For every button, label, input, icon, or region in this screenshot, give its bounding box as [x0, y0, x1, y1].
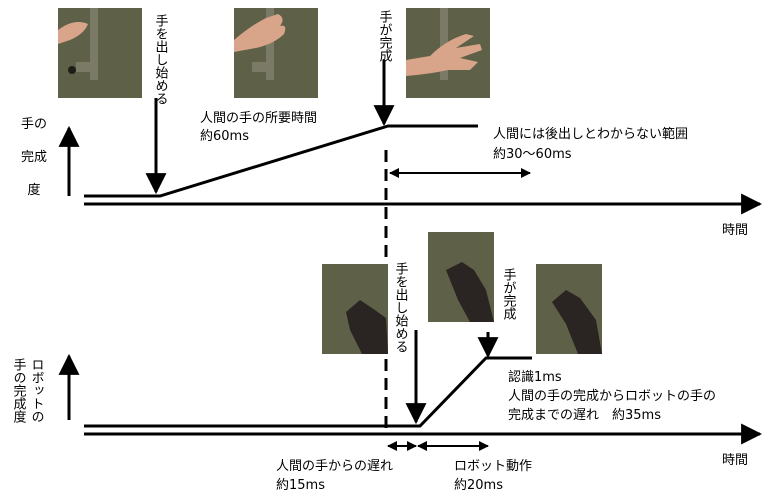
bottom-xlabel: 時間	[722, 453, 748, 468]
photo-human-hand-open	[406, 8, 490, 98]
top-xlabel: 時間	[722, 223, 748, 238]
bottom-ylabel: ロボットの 手の完成度	[11, 358, 44, 423]
bottom-done-label: 手が完成	[501, 268, 517, 321]
indistinct-value: 約30〜60ms	[493, 147, 572, 162]
top-done-label: 手が完成	[377, 10, 393, 63]
indistinct-label: 人間には後出しとわからない範囲	[493, 127, 688, 142]
delay-note-line2: 完成までの遅れ 約35ms	[508, 408, 661, 423]
human-time-value: 約60ms	[200, 129, 249, 144]
motion-value: 約20ms	[454, 478, 503, 493]
bottom-ylabel-col2: 手の完成度	[11, 358, 27, 423]
human-time-label: 人間の手の所要時間	[200, 111, 317, 126]
lag-value: 約15ms	[276, 478, 325, 493]
top-ylabel-line: 完成	[21, 150, 47, 165]
bottom-ylabel-col1: ロボットの	[29, 358, 44, 423]
photo-robot-hand-moving	[428, 232, 494, 322]
photo-robot-hand-open	[536, 264, 602, 354]
photo-robot-hand-closed	[322, 264, 388, 354]
lag-label: 人間の手からの遅れ	[276, 459, 393, 474]
bottom-start-label: 手を出し始める	[393, 262, 409, 353]
bottom-completion-curve	[84, 356, 532, 428]
top-completion-curve	[84, 124, 478, 198]
photo-human-hand-opening	[234, 8, 318, 98]
photo-human-hand-fist	[58, 8, 142, 98]
top-start-label: 手を出し始める	[153, 14, 169, 105]
delay-note-line1: 人間の手の完成からロボットの手の	[508, 389, 716, 404]
top-ylabel-line: 度	[27, 182, 40, 198]
motion-label: ロボット動作	[454, 459, 532, 474]
top-ylabel: 手の 完成 度	[21, 117, 47, 198]
recognition-label: 認識1ms	[508, 369, 562, 385]
top-ylabel-line: 手の	[21, 117, 47, 132]
